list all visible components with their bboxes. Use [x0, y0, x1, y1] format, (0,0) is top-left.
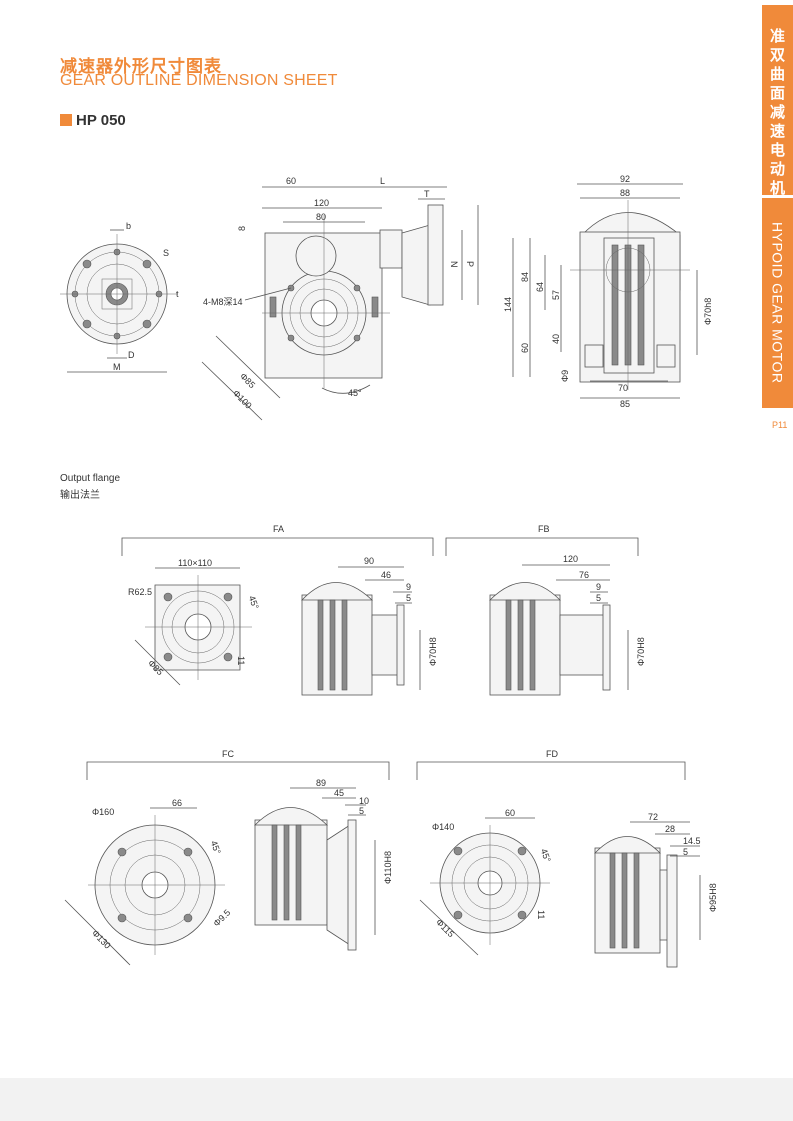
- fa-r625: R62.5: [128, 587, 152, 597]
- fd-5: 5: [683, 847, 688, 857]
- fa-110x110: 110×110: [178, 558, 212, 568]
- square-bullet-icon: [60, 114, 72, 126]
- dim-84: 84: [520, 272, 530, 282]
- flange-fd: FD Φ140 60 45° Φ115 11 72 28 14.5 5 Φ95H…: [416, 749, 718, 968]
- side-char: 面: [769, 85, 785, 102]
- dim-64: 64: [535, 282, 545, 292]
- fa-9: 9: [406, 582, 411, 592]
- fc-45: 45: [334, 788, 344, 798]
- fd-145: 14.5: [683, 836, 701, 846]
- model-label: HP 050: [60, 112, 126, 129]
- dim-85: 85: [620, 399, 630, 409]
- fb-76: 76: [579, 570, 589, 580]
- fd-28: 28: [665, 824, 675, 834]
- fa-5: 5: [406, 593, 411, 603]
- fa-phi70h8: Φ70H8: [428, 637, 438, 666]
- flange-fc: FC Φ160 66 45° Φ130 Φ9.5 89 45 10 5 Φ110…: [64, 749, 393, 966]
- label-m: M: [113, 362, 121, 372]
- side-tab-cn: 准 双 曲 面 减 速 电 动 机: [762, 5, 793, 198]
- fa-90: 90: [364, 556, 374, 566]
- fd-60: 60: [505, 808, 515, 818]
- title-cn: 减速器外形尺寸图表: [60, 57, 222, 76]
- dim-phi9: Φ9: [560, 370, 570, 382]
- dim-45deg: 45°: [348, 388, 362, 398]
- dim-60-side: 60: [520, 343, 530, 353]
- label-b: b: [126, 221, 131, 231]
- model-name: HP 050: [76, 112, 126, 129]
- dim-P: P: [465, 261, 475, 267]
- fa-title: FA: [273, 524, 284, 534]
- label-d: D: [128, 350, 135, 360]
- fd-45deg: 45°: [539, 847, 553, 864]
- dim-60: 60: [286, 176, 296, 186]
- fb-120: 120: [563, 554, 578, 564]
- fa-11: 11: [236, 656, 246, 665]
- dim-40: 40: [551, 334, 561, 344]
- tap-holes: 4-M8深14: [203, 297, 243, 307]
- side-char: 机: [769, 180, 785, 197]
- main-gearbox-view: 60 L 120 80 T 8 N P 4-M8深14 Φ100 Φ85 45°: [201, 176, 479, 421]
- fc-phi130: Φ130: [90, 928, 113, 951]
- fb-title: FB: [538, 524, 550, 534]
- fc-66: 66: [172, 798, 182, 808]
- fc-phi160: Φ160: [92, 807, 114, 817]
- flange-fb: FB 120 76 9 5 Φ70H8: [445, 524, 646, 696]
- title-en: GEAR OUTLINE DIMENSION SHEET: [60, 72, 338, 89]
- fd-title: FD: [546, 749, 558, 759]
- label-t: t: [176, 289, 179, 299]
- fd-72: 72: [648, 812, 658, 822]
- dim-80: 80: [316, 212, 326, 222]
- fc-10: 10: [359, 796, 369, 806]
- fc-45deg: 45°: [209, 839, 223, 856]
- side-char: 减: [769, 104, 785, 121]
- dim-8: 8: [237, 226, 247, 231]
- dim-144: 144: [503, 297, 513, 312]
- side-char: 曲: [769, 66, 785, 83]
- side-char: 双: [769, 47, 785, 64]
- fc-title: FC: [222, 749, 234, 759]
- dim-N: N: [449, 261, 459, 268]
- dim-L: L: [380, 176, 385, 186]
- output-flange-label-cn: 输出法兰: [60, 490, 100, 501]
- fb-phi70h8: Φ70H8: [636, 637, 646, 666]
- fd-phi140: Φ140: [432, 822, 454, 832]
- dim-92: 92: [620, 174, 630, 184]
- dim-T: T: [424, 189, 430, 199]
- dim-phi100: Φ100: [231, 388, 254, 411]
- flange-fa: FA 110×110 R62.5 45° Φ85 11 90 46 9 5 Φ7…: [121, 524, 438, 696]
- dim-120: 120: [314, 198, 329, 208]
- fc-5: 5: [359, 806, 364, 816]
- dim-57: 57: [551, 290, 561, 300]
- side-tab-en-wrap: HYPOID GEAR MOTOR: [764, 198, 791, 408]
- fa-46: 46: [381, 570, 391, 580]
- fd-11: 11: [536, 910, 546, 919]
- fc-phi95: Φ9.5: [211, 907, 232, 928]
- side-tab-en: HYPOID GEAR MOTOR: [762, 198, 793, 408]
- fc-89: 89: [316, 778, 326, 788]
- fd-phi115: Φ115: [434, 917, 456, 939]
- fc-phi110h8: Φ110H8: [383, 851, 393, 884]
- dim-88: 88: [620, 188, 630, 198]
- fa-45deg: 45°: [247, 594, 261, 611]
- side-char: 准: [769, 28, 785, 45]
- right-side-view: 92 88 144 84 60 64 57 40 Φ9 70 85 Φ70h8: [503, 174, 713, 409]
- side-tab-cn-text: 准 双 曲 面 减 速 电 动 机: [762, 27, 793, 198]
- side-char: 动: [769, 161, 785, 178]
- page-bottom-band: [0, 1078, 793, 1121]
- output-flange-label-en: Output flange: [60, 473, 121, 484]
- fd-phi95h8: Φ95H8: [708, 883, 718, 912]
- side-char: 电: [769, 142, 785, 159]
- fb-9: 9: [596, 582, 601, 592]
- front-view-motor-flange: b S t D M: [60, 221, 179, 373]
- dim-phi70h8: Φ70h8: [703, 298, 713, 325]
- page-number: P11: [772, 420, 788, 430]
- fb-5: 5: [596, 593, 601, 603]
- side-char: 速: [769, 123, 785, 140]
- dim-phi85: Φ85: [238, 371, 257, 390]
- side-tab-en-text: HYPOID GEAR MOTOR: [769, 222, 786, 384]
- label-s: S: [163, 248, 169, 258]
- dim-70: 70: [618, 383, 628, 393]
